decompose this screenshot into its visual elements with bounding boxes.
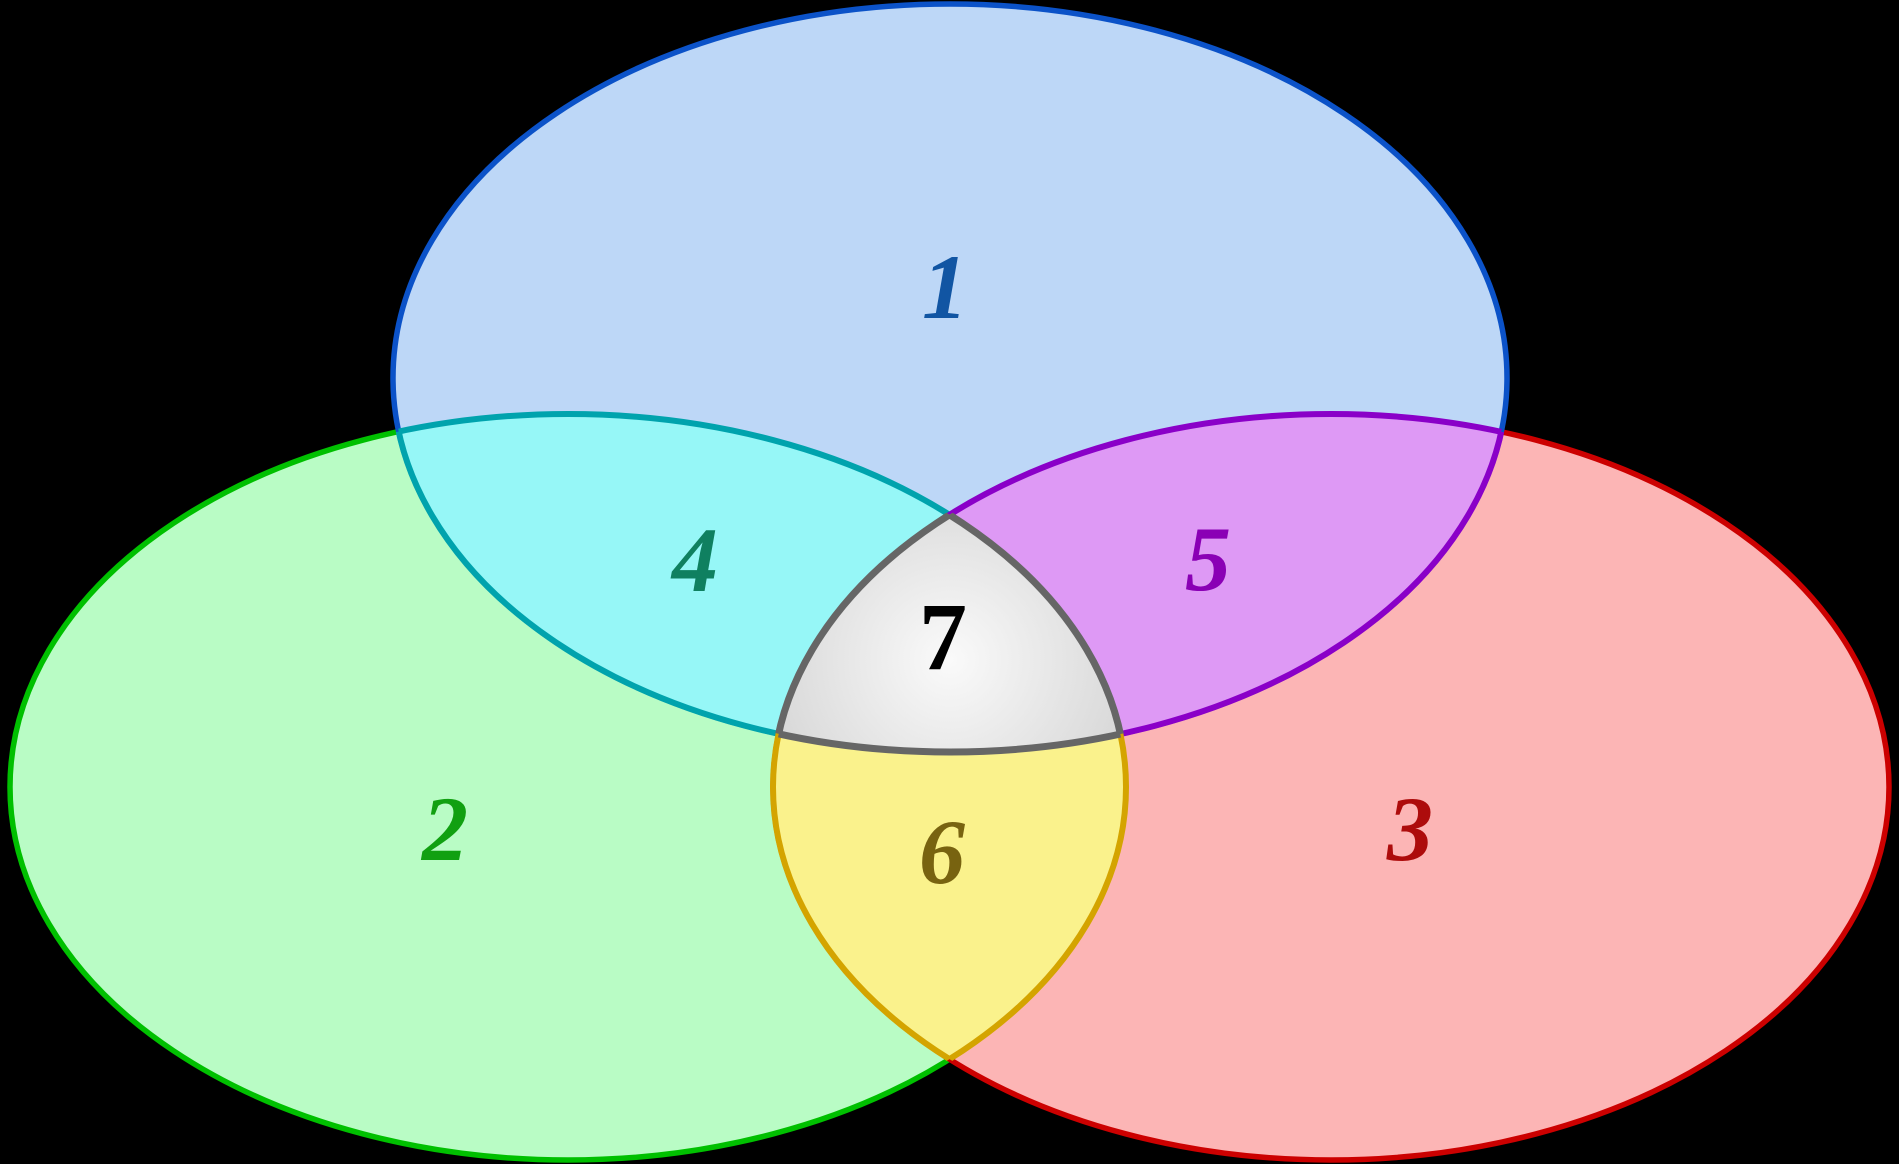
region-3-label: 3 <box>1386 778 1433 880</box>
region-1-label: 1 <box>922 236 968 338</box>
region-bc-outline-arc <box>770 414 1126 1160</box>
region-ab-outline-arc <box>393 411 1129 752</box>
region-7-label: 7 <box>919 583 967 690</box>
region-ac-outline-arc <box>770 411 1507 752</box>
region-6-label: 6 <box>919 801 965 903</box>
region-4-label: 4 <box>670 509 718 611</box>
region-abc-fill <box>773 414 1126 756</box>
region-5-label: 5 <box>1185 508 1231 610</box>
region-2-label: 2 <box>420 778 468 880</box>
